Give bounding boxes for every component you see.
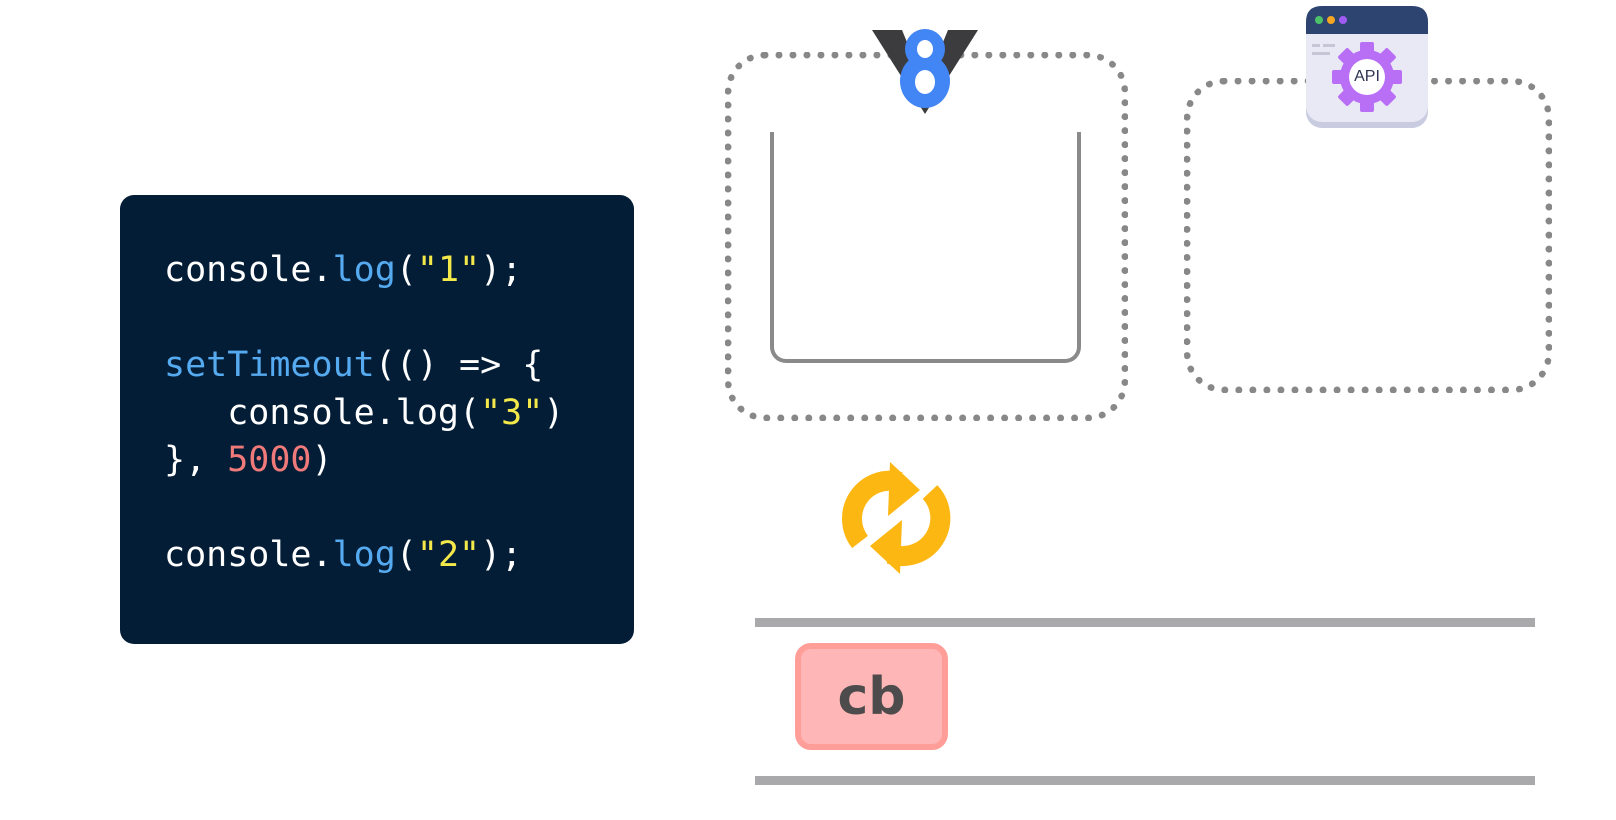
web-api-icon: API	[1306, 6, 1428, 128]
v8-logo-icon	[872, 29, 978, 114]
callback-item: cb	[795, 643, 948, 750]
code-panel: console.log("1"); setTimeout(() => { con…	[120, 195, 634, 644]
code-line-2: setTimeout(() => {	[164, 345, 544, 385]
code-block: console.log("1"); setTimeout(() => { con…	[164, 247, 564, 580]
code-line-3: console.log("3")	[164, 392, 565, 433]
call-stack	[770, 132, 1081, 363]
event-loop-icon	[842, 462, 951, 574]
code-line-5: console.log("2");	[164, 535, 523, 575]
api-label: API	[1354, 68, 1380, 85]
task-queue-bottom-border	[755, 776, 1535, 785]
task-queue-top-border	[755, 618, 1535, 627]
code-line-4: }, 5000)	[164, 440, 333, 480]
code-line-1: console.log("1");	[164, 250, 523, 290]
